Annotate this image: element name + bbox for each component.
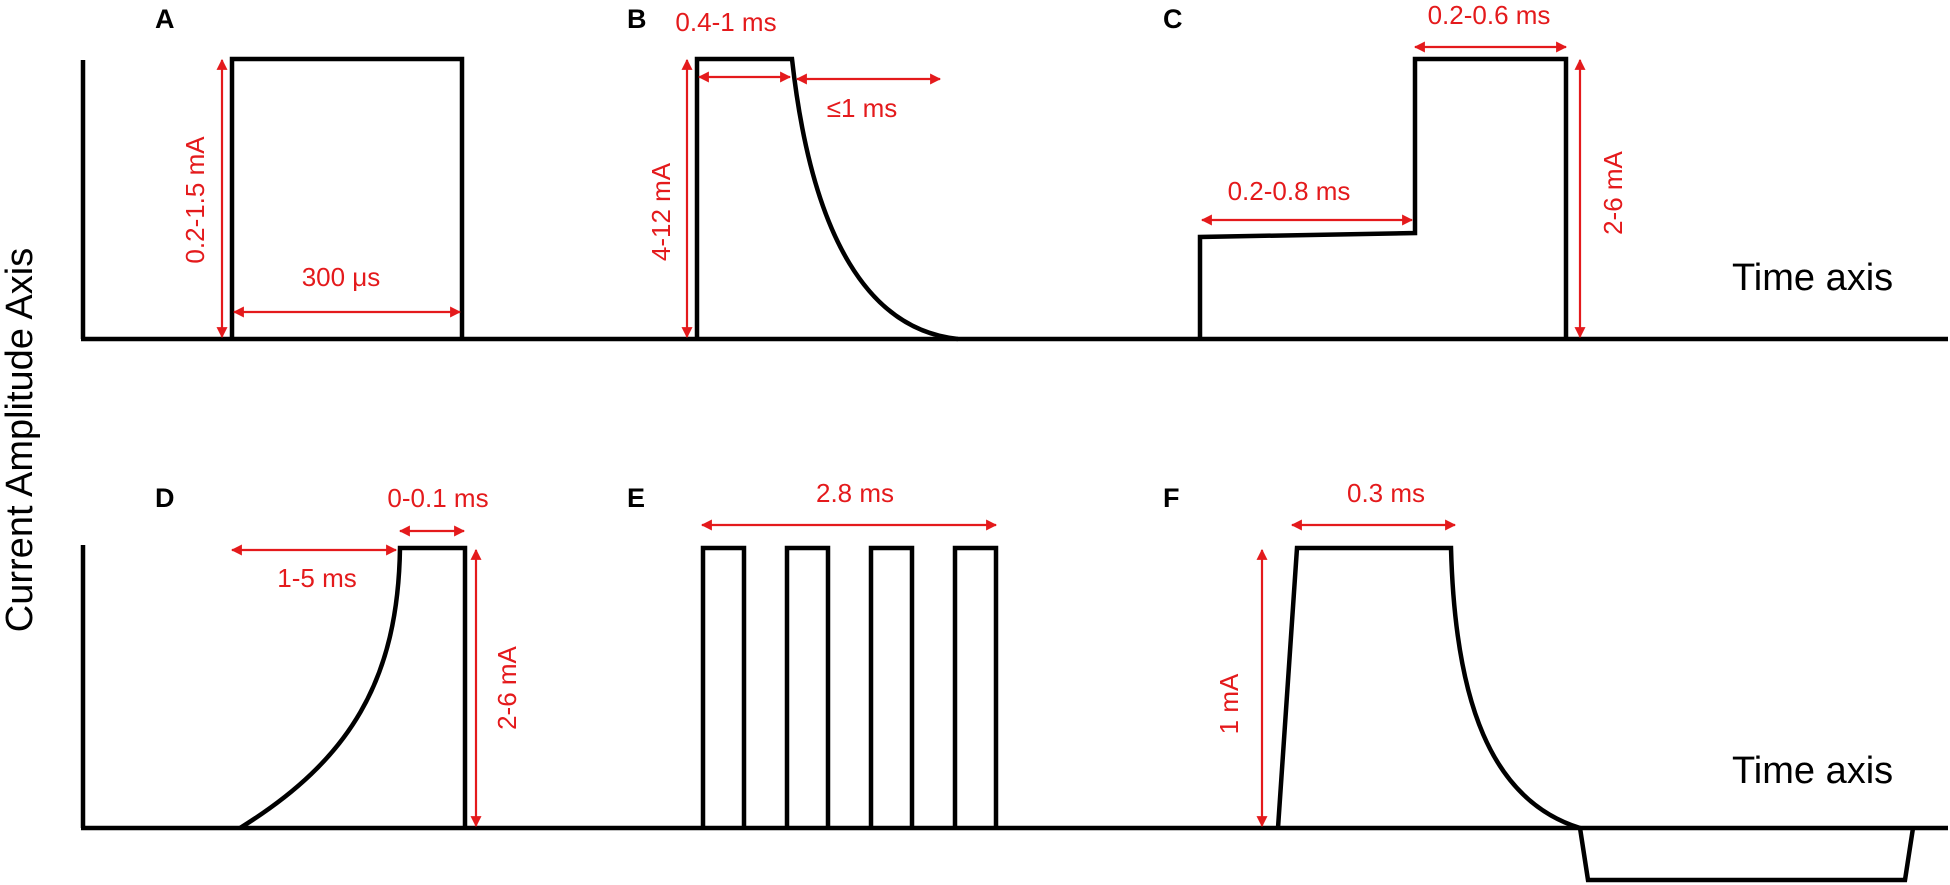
panel-c-letter: C <box>1163 4 1183 34</box>
panel-c: C 0.2-0.8 ms 0.2-0.6 ms 2-6 mA <box>1163 0 1628 339</box>
panel-c-pulse-label: 0.2-0.6 ms <box>1428 0 1551 30</box>
y-axis-label: Current Amplitude Axis <box>0 248 41 632</box>
panel-b-plateau-label: 0.4-1 ms <box>675 7 776 37</box>
panel-d: D 1-5 ms 0-0.1 ms 2-6 mA <box>155 483 522 830</box>
panel-f-letter: F <box>1163 483 1180 513</box>
panel-b: B 4-12 mA 0.4-1 ms ≤1 ms <box>627 4 959 342</box>
panel-e-letter: E <box>627 483 645 513</box>
panel-b-exponential-pulse <box>694 56 959 342</box>
panel-a: A 0.2-1.5 mA 300 μs <box>155 4 465 339</box>
panel-c-prepulse-waveform <box>1197 56 1569 339</box>
panel-d-rise-label: 1-5 ms <box>277 563 356 593</box>
top-time-axis-label: Time axis <box>1732 257 1893 299</box>
panel-a-width-label: 300 μs <box>302 262 381 292</box>
panel-d-amplitude-label: 2-6 mA <box>492 645 522 729</box>
panel-e-train-label: 2.8 ms <box>816 478 894 508</box>
panel-a-rectangular-pulse <box>229 56 465 339</box>
panel-e: E 2.8 ms <box>627 478 999 828</box>
panel-d-letter: D <box>155 483 175 513</box>
panel-f-plateau-label: 0.3 ms <box>1347 478 1425 508</box>
panel-f-biphasic-pulse <box>1275 545 1916 883</box>
bottom-time-axis-label: Time axis <box>1732 750 1893 792</box>
panel-a-letter: A <box>155 4 175 34</box>
panel-d-ramp-pulse <box>238 545 468 830</box>
panel-c-amplitude-label: 2-6 mA <box>1598 150 1628 234</box>
panel-e-pulse-train <box>700 545 999 828</box>
panel-f: F 0.3 ms 1 mA <box>1163 478 1916 883</box>
panel-c-prepulse-label: 0.2-0.8 ms <box>1228 176 1351 206</box>
panel-b-decay-label: ≤1 ms <box>827 93 898 123</box>
panel-a-amplitude-label: 0.2-1.5 mA <box>180 136 210 264</box>
panel-d-plateau-label: 0-0.1 ms <box>387 483 488 513</box>
panel-f-amplitude-label: 1 mA <box>1214 673 1244 734</box>
panel-b-letter: B <box>627 4 647 34</box>
panel-b-amplitude-label: 4-12 mA <box>646 162 676 261</box>
